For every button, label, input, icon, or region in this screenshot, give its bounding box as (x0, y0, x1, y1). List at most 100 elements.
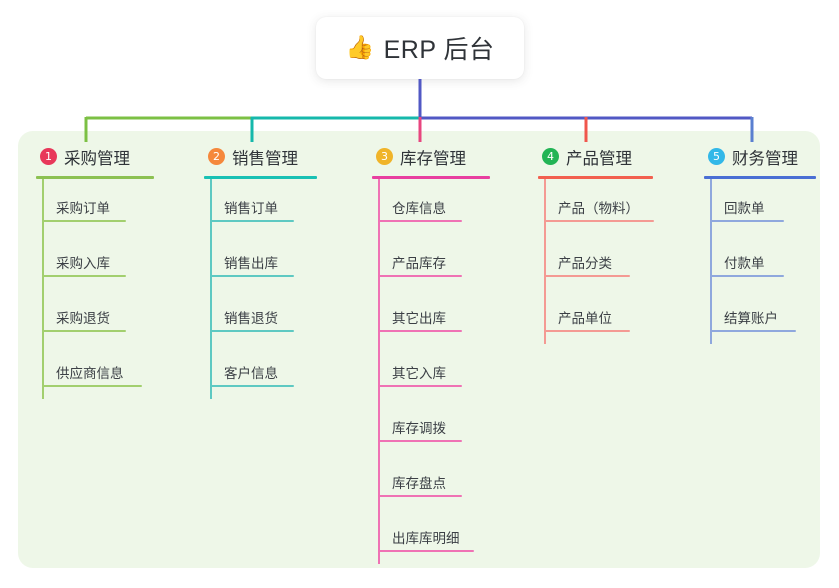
leaf-item[interactable]: 采购退货 (22, 289, 154, 344)
leaf-item-underline (544, 330, 630, 332)
root-node-title: 👍 ERP 后台 (345, 30, 494, 66)
leaf-item-underline (378, 440, 462, 442)
leaf-item[interactable]: 采购订单 (22, 179, 154, 234)
leaf-item[interactable]: 销售出库 (190, 234, 317, 289)
leaf-item[interactable]: 产品单位 (524, 289, 653, 344)
leaf-item-underline (710, 330, 796, 332)
leaf-item-label: 供应商信息 (56, 366, 124, 381)
trunk-line-3 (378, 179, 380, 564)
leaf-item[interactable]: 付款单 (690, 234, 816, 289)
leaf-item-label: 其它出库 (392, 311, 446, 326)
column-badge-2: 2 (208, 148, 225, 165)
leaf-item-label: 仓库信息 (392, 201, 446, 216)
leaf-item[interactable]: 供应商信息 (22, 344, 154, 399)
leaf-item[interactable]: 仓库信息 (358, 179, 490, 234)
leaf-item-underline (42, 220, 126, 222)
leaf-item[interactable]: 采购入库 (22, 234, 154, 289)
leaf-item[interactable]: 产品（物料） (524, 179, 654, 234)
leaf-list-3: 仓库信息产品库存其它出库其它入库库存调拨库存盘点出库库明细 (358, 179, 490, 564)
leaf-item-underline (210, 220, 294, 222)
root-node-label: ERP 后台 (383, 36, 495, 64)
leaf-item-underline (710, 275, 784, 277)
leaf-item-underline (210, 385, 294, 387)
column-underline-1 (36, 176, 154, 179)
thumbs-up-icon: 👍 (345, 33, 375, 60)
column-2: 2 销售管理销售订单销售出库销售退货客户信息 (190, 143, 317, 399)
leaf-item-underline (378, 330, 462, 332)
leaf-item-label: 出库库明细 (392, 531, 460, 546)
leaf-item-label: 采购订单 (56, 201, 110, 216)
leaf-item-underline (42, 330, 126, 332)
leaf-item-label: 产品（物料） (558, 201, 639, 216)
column-underline-2 (204, 176, 317, 179)
leaf-item-label: 产品单位 (558, 311, 612, 326)
leaf-item-label: 销售订单 (224, 201, 278, 216)
leaf-item-underline (210, 330, 294, 332)
leaf-list-5: 回款单付款单结算账户 (690, 179, 816, 344)
leaf-item-label: 采购退货 (56, 311, 110, 326)
leaf-item-underline (378, 385, 462, 387)
column-3: 3 库存管理仓库信息产品库存其它出库其它入库库存调拨库存盘点出库库明细 (358, 143, 490, 564)
leaf-item[interactable]: 回款单 (690, 179, 816, 234)
leaf-item-label: 采购入库 (56, 256, 110, 271)
leaf-item-label: 结算账户 (724, 311, 778, 326)
column-badge-3: 3 (376, 148, 393, 165)
trunk-line-5 (710, 179, 712, 344)
leaf-item-label: 销售退货 (224, 311, 278, 326)
trunk-line-1 (42, 179, 44, 399)
column-badge-1: 1 (40, 148, 57, 165)
leaf-item-underline (378, 550, 474, 552)
leaf-item[interactable]: 结算账户 (690, 289, 816, 344)
leaf-item-underline (378, 220, 462, 222)
leaf-item[interactable]: 产品分类 (524, 234, 653, 289)
leaf-item[interactable]: 库存调拨 (358, 399, 490, 454)
column-badge-5: 5 (708, 148, 725, 165)
leaf-item-underline (42, 385, 142, 387)
root-node-card[interactable]: 👍 ERP 后台 (316, 17, 524, 79)
leaf-item-underline (210, 275, 294, 277)
column-header-2[interactable]: 2 销售管理 (190, 143, 317, 170)
leaf-item-underline (378, 495, 462, 497)
column-title-5: 财务管理 (732, 149, 798, 168)
leaf-item-underline (710, 220, 784, 222)
column-title-4: 产品管理 (566, 149, 632, 168)
leaf-item[interactable]: 产品库存 (358, 234, 490, 289)
leaf-item-label: 其它入库 (392, 366, 446, 381)
column-underline-3 (372, 176, 490, 179)
leaf-item-label: 客户信息 (224, 366, 278, 381)
leaf-item[interactable]: 库存盘点 (358, 454, 490, 509)
leaf-item[interactable]: 客户信息 (190, 344, 317, 399)
column-underline-4 (538, 176, 653, 179)
leaf-item-underline (378, 275, 462, 277)
leaf-item[interactable]: 销售订单 (190, 179, 317, 234)
leaf-item[interactable]: 其它出库 (358, 289, 490, 344)
leaf-item-label: 付款单 (724, 256, 765, 271)
column-header-3[interactable]: 3 库存管理 (358, 143, 490, 170)
leaf-item-label: 库存盘点 (392, 476, 446, 491)
leaf-item-underline (42, 275, 126, 277)
leaf-item-label: 产品分类 (558, 256, 612, 271)
column-5: 5 财务管理回款单付款单结算账户 (690, 143, 816, 344)
leaf-item-label: 销售出库 (224, 256, 278, 271)
trunk-line-4 (544, 179, 546, 344)
leaf-item-label: 回款单 (724, 201, 765, 216)
column-header-5[interactable]: 5 财务管理 (690, 143, 816, 170)
column-title-3: 库存管理 (400, 149, 466, 168)
leaf-item-label: 库存调拨 (392, 421, 446, 436)
leaf-list-4: 产品（物料） 产品分类产品单位 (524, 179, 654, 344)
column-title-2: 销售管理 (232, 149, 298, 168)
leaf-item[interactable]: 出库库明细 (358, 509, 490, 564)
leaf-item[interactable]: 其它入库 (358, 344, 490, 399)
leaf-list-1: 采购订单采购入库采购退货供应商信息 (22, 179, 154, 399)
leaf-list-2: 销售订单销售出库销售退货客户信息 (190, 179, 317, 399)
leaf-item-label: 产品库存 (392, 256, 446, 271)
trunk-line-2 (210, 179, 212, 399)
leaf-item[interactable]: 销售退货 (190, 289, 317, 344)
leaf-item-underline (544, 275, 630, 277)
